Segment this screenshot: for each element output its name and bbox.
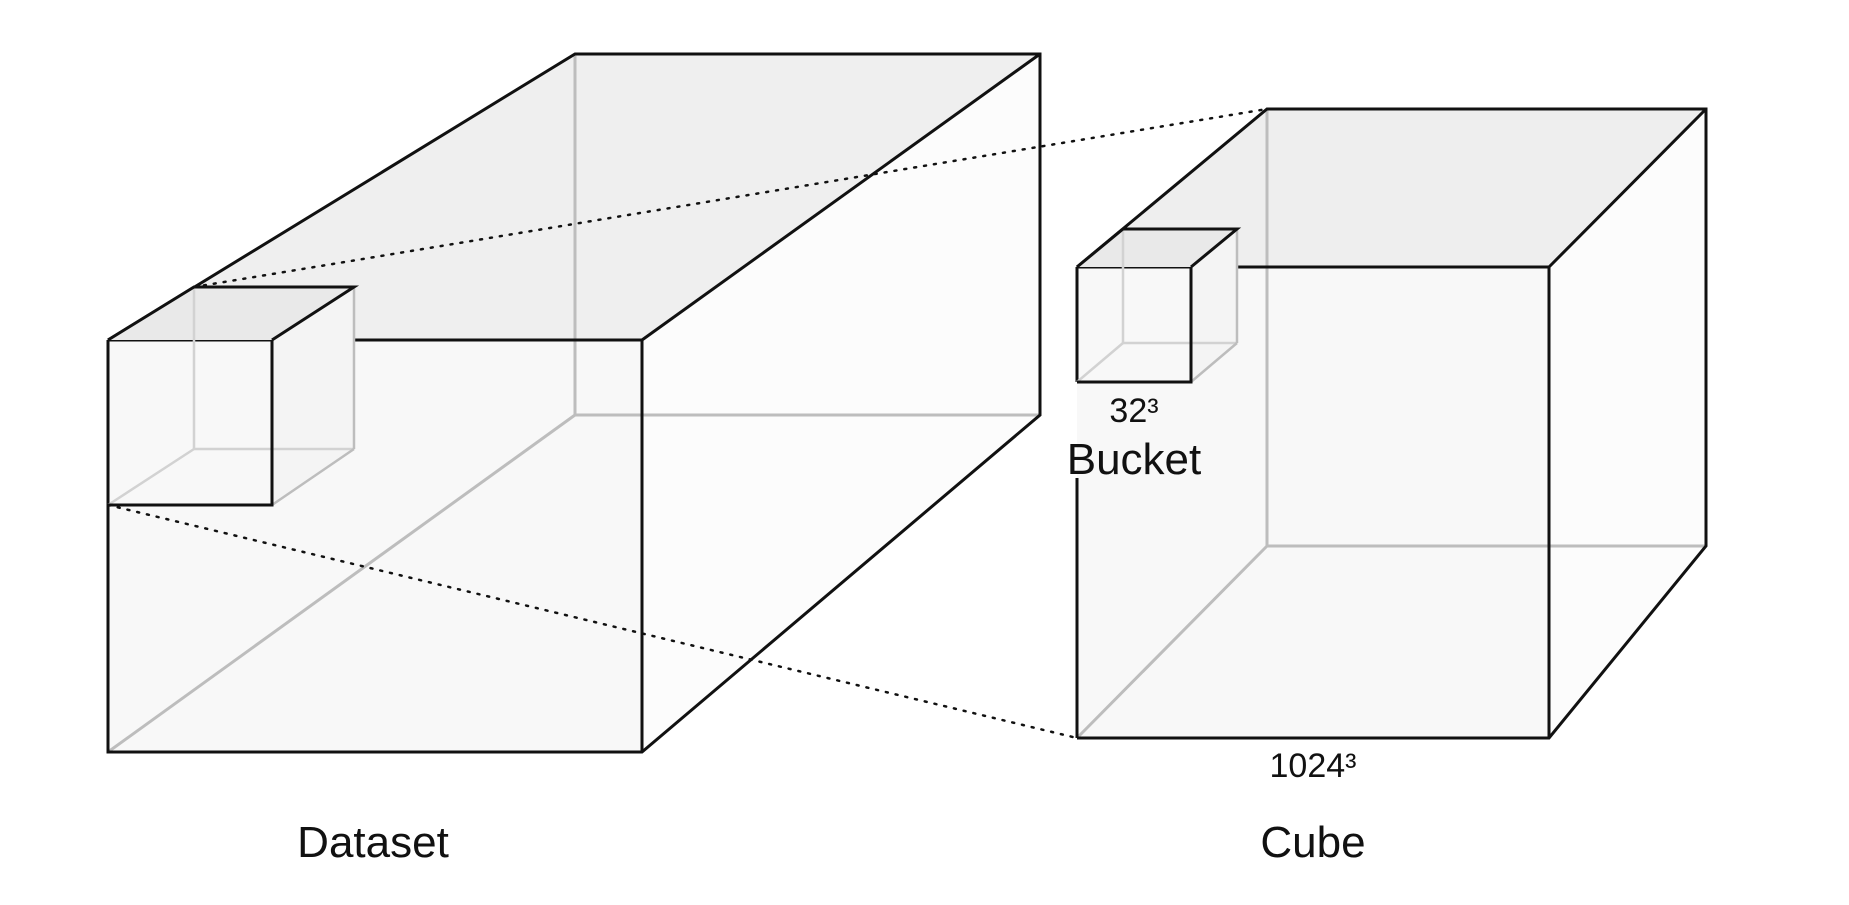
cube-bucket-box bbox=[1076, 227, 1242, 384]
cube-outline bbox=[1076, 107, 1708, 740]
dataset-box bbox=[106, 52, 1042, 754]
zoom-line-bottom bbox=[106, 503, 1079, 740]
cube-hidden-edge bbox=[1075, 544, 1269, 740]
dataset-label: Dataset bbox=[297, 818, 449, 867]
dataset-outline bbox=[106, 52, 1042, 754]
cube-size-label: 1024³ bbox=[1270, 747, 1357, 785]
dataset-bucket-box bbox=[107, 285, 360, 507]
dataset-top-right-edge bbox=[641, 52, 1041, 342]
cube-box bbox=[1075, 107, 1708, 740]
dataset-front-face bbox=[108, 340, 642, 752]
bucket-size-label: 32³ bbox=[1109, 392, 1158, 430]
bucket-label: Bucket bbox=[1067, 435, 1202, 484]
dataset-hidden-edge bbox=[107, 413, 576, 754]
cube-right-face bbox=[1549, 109, 1706, 738]
cube-top-right-edge bbox=[1547, 107, 1708, 269]
cube-label: Cube bbox=[1260, 818, 1365, 867]
zoom-line-top bbox=[192, 107, 1269, 289]
dataset-right-face bbox=[642, 54, 1040, 752]
